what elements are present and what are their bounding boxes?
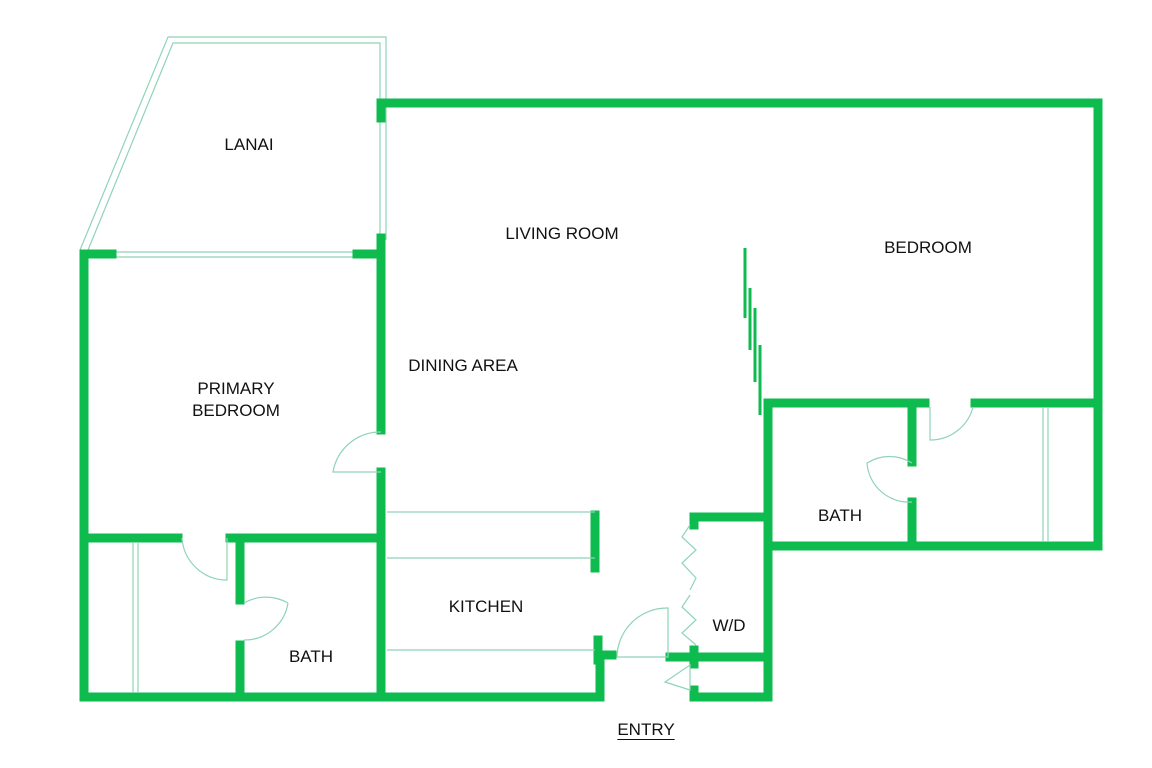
room-label-entry: ENTRY: [617, 720, 675, 739]
room-label-primary-bedroom: PRIMARY BEDROOM: [192, 379, 280, 420]
bedroom-partition: [743, 248, 762, 415]
fixtures-doors: [132, 406, 1049, 693]
room-label-bath-left: BATH: [288, 647, 334, 666]
room-label-wd: W/D: [712, 616, 746, 635]
room-label-dining-area: DINING AREA: [408, 356, 518, 375]
room-label-kitchen: KITCHEN: [448, 597, 524, 616]
walls: [79, 98, 1103, 702]
room-label-bath-right: BATH: [817, 506, 863, 525]
room-label-living-room: LIVING ROOM: [505, 224, 619, 243]
room-label-lanai: LANAI: [224, 135, 274, 154]
room-label-bedroom: BEDROOM: [884, 238, 972, 257]
lanai-outline: [79, 36, 387, 258]
